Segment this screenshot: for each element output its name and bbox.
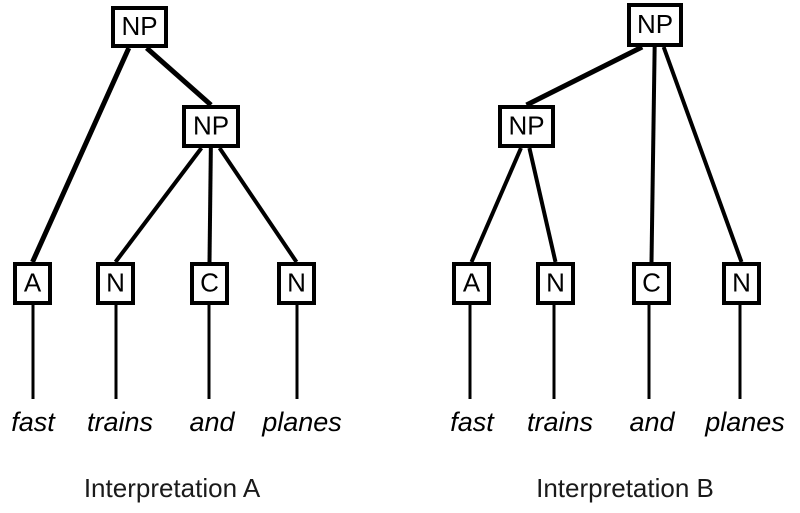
tree-edge-a-np-inner-to-a-n2: [217, 146, 299, 264]
word-label-fast: fast: [450, 407, 495, 437]
node-label-NP: NP: [637, 9, 673, 39]
node-label-C: C: [200, 267, 219, 297]
caption-interpretation-a: Interpretation A: [84, 473, 261, 503]
node-label-NP: NP: [193, 110, 229, 140]
node-label-N: N: [732, 267, 751, 297]
tree-edge-a-np-inner-to-a-c: [207, 147, 213, 263]
node-box-outline: [498, 105, 555, 148]
tree-edge-b-np-inner-to-b-a: [469, 147, 523, 263]
word-label-trains: trains: [87, 407, 153, 437]
node-box-outline: [632, 262, 671, 305]
tree-edge-a-np-root-to-a-a: [30, 46, 132, 264]
node-box-outline: [452, 262, 491, 305]
tree-edges-layer: [30, 44, 744, 264]
word-label-fast: fast: [11, 407, 56, 437]
tree-edge-b-np-root-to-b-c: [649, 46, 657, 263]
tree-edge-b-np-root-to-b-np-inner: [525, 44, 644, 108]
node-box-outline: [190, 262, 229, 305]
tree-node-b-n1[interactable]: N: [536, 262, 575, 305]
tree-edge-b-np-root-to-b-n2: [661, 46, 744, 263]
node-box-outline: [536, 262, 575, 305]
tree-node-b-c[interactable]: C: [632, 262, 671, 305]
tree-node-a-c[interactable]: C: [190, 262, 229, 305]
word-label-planes: planes: [261, 407, 342, 437]
node-label-N: N: [546, 267, 565, 297]
node-label-N: N: [287, 267, 306, 297]
tree-node-a-np-root[interactable]: NP: [111, 6, 168, 48]
node-box-outline: [277, 262, 316, 305]
node-box-outline: [96, 262, 135, 305]
word-label-planes: planes: [704, 407, 785, 437]
tree-nodes-layer: NP NP A N C N NP NP A N C N: [13, 3, 761, 305]
word-label-and: and: [189, 407, 235, 437]
node-label-NP: NP: [121, 11, 157, 41]
node-box-outline: [722, 262, 761, 305]
tree-edge-a-np-inner-to-a-n1: [113, 146, 204, 264]
node-label-C: C: [642, 267, 661, 297]
tree-edge-b-np-inner-to-b-n1: [527, 147, 558, 263]
captions-layer: Interpretation A Interpretation B: [84, 473, 714, 503]
node-box-outline: [182, 105, 240, 148]
word-label-trains: trains: [527, 407, 593, 437]
node-label-A: A: [463, 267, 481, 297]
tree-node-b-n2[interactable]: N: [722, 262, 761, 305]
node-box-outline: [111, 6, 168, 48]
caption-interpretation-b: Interpretation B: [536, 473, 714, 503]
tree-edge-a-np-root-to-a-np-inner: [144, 46, 213, 107]
tree-node-b-np-inner[interactable]: NP: [498, 105, 555, 148]
node-label-N: N: [106, 267, 125, 297]
tree-node-a-n2[interactable]: N: [277, 262, 316, 305]
node-label-A: A: [24, 267, 42, 297]
node-label-NP: NP: [508, 110, 544, 140]
tree-node-a-a[interactable]: A: [13, 262, 52, 305]
tree-node-b-np-root[interactable]: NP: [627, 3, 683, 47]
word-labels-layer: fast trains and planes fast trains and planes: [11, 407, 785, 437]
node-box-outline: [627, 3, 683, 47]
word-label-and: and: [629, 407, 675, 437]
leaf-stems-layer: [31, 305, 742, 399]
tree-node-a-n1[interactable]: N: [96, 262, 135, 305]
tree-node-b-a[interactable]: A: [452, 262, 491, 305]
node-box-outline: [13, 262, 52, 305]
tree-node-a-np-inner[interactable]: NP: [182, 105, 240, 148]
